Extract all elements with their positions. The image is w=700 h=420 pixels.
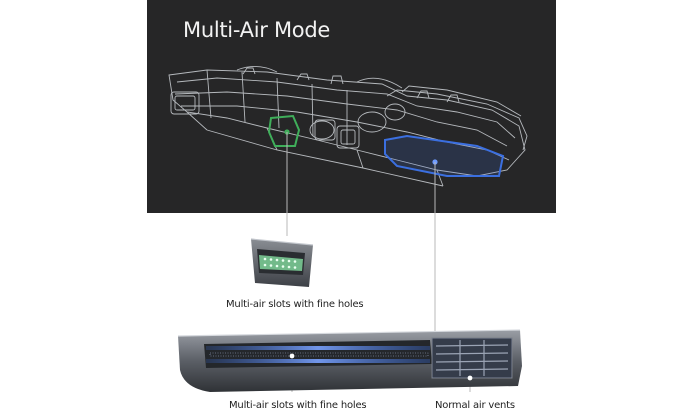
dashboard-wireframe-panel: Multi-Air Mode — [147, 0, 556, 213]
small-vent-detail — [250, 238, 314, 287]
large-vent-detail — [177, 329, 522, 392]
dashboard-wireframe — [168, 66, 528, 187]
green-slot-highlight — [267, 114, 301, 147]
caption-normal-air-vents: Normal air vents — [435, 400, 515, 411]
caption-top-multi-air: Multi-air slots with fine holes — [226, 299, 364, 310]
blue-slot-highlight — [384, 134, 505, 177]
diagram-title: Multi-Air Mode — [183, 18, 330, 42]
caption-bottom-multi-air: Multi-air slots with fine holes — [229, 400, 367, 411]
